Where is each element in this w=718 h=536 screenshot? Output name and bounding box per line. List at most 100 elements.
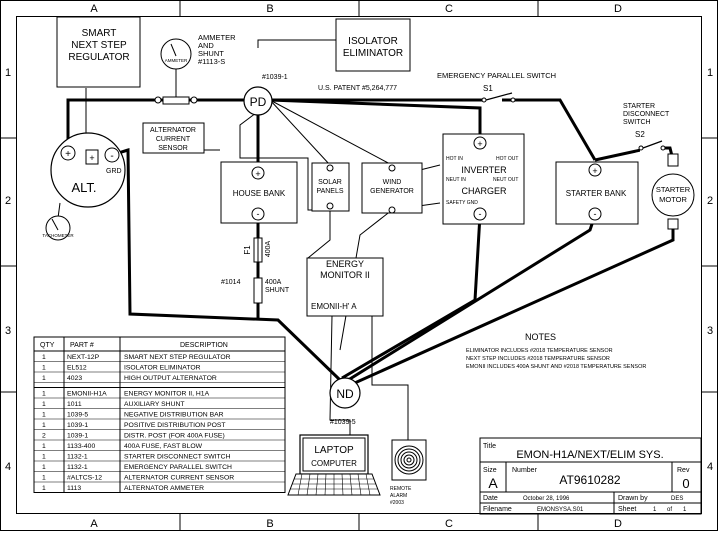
wind-label-2: GENERATOR — [370, 188, 414, 195]
parts-qty-cell: 1 — [42, 354, 46, 361]
negative-distribution-bar: ND #1039-5 — [329, 377, 361, 426]
parts-description-cell: DISTR. POST (FOR 400A FUSE) — [124, 433, 225, 440]
wind-label-1: WIND — [383, 179, 402, 186]
notes-heading: NOTES — [525, 332, 556, 342]
starter-disconnect-switch: STARTER DISCONNECT SWITCH S2 — [623, 103, 670, 152]
inv-safety-gnd: SAFETY GND — [446, 200, 478, 206]
ammeter: AMMETER AMMETER AND SHUNT #1113-S — [160, 33, 236, 70]
alternator: + + - ALT. GRD — [50, 132, 126, 208]
parts-number-cell: 1132-1 — [67, 454, 88, 461]
ammeter-face-label: AMMETER — [165, 58, 188, 63]
isolator-label-1: ISOLATOR — [348, 36, 398, 47]
grid-row-4-left: 4 — [5, 461, 11, 473]
alt-field-terminal: + — [89, 153, 94, 163]
s2-label: S2 — [635, 130, 645, 139]
tachometer-label: TACHOMETER — [42, 233, 74, 238]
tachometer: TACHOMETER — [42, 202, 74, 241]
solar-label-1: SOLAR — [318, 179, 342, 186]
ammeter-callout-4: #1113-S — [198, 57, 225, 66]
grid-row-1-right: 1 — [707, 67, 713, 79]
grid-row-1-left: 1 — [5, 67, 11, 79]
s1-label: S1 — [483, 84, 493, 93]
monitor-model: EMONII-H' A — [311, 302, 357, 311]
drawn-value: DES — [671, 496, 683, 502]
drawing-number: AT9610282 — [559, 473, 620, 487]
regulator-label-1: SMART — [82, 28, 117, 39]
smart-regulator: SMART NEXT STEP REGULATOR — [56, 16, 141, 88]
isolator-label-2: ELIMINATOR — [343, 48, 403, 59]
fuse-label: F1 — [243, 245, 252, 255]
sensor-label-1: ALTERNATOR — [150, 127, 196, 134]
sensor-label-3: SENSOR — [158, 145, 188, 152]
parts-qty-cell: 1 — [42, 443, 46, 450]
grid-row-4-right: 4 — [707, 461, 713, 473]
starter-switch-label-1: STARTER — [623, 103, 655, 110]
parts-qty-cell: 1 — [42, 401, 46, 408]
grid-col-a-top: A — [90, 3, 98, 15]
parts-qty-cell: 1 — [42, 475, 46, 482]
ammeter-shunt — [154, 96, 198, 105]
parts-header-0: QTY — [40, 342, 55, 349]
pd-label: PD — [250, 95, 267, 109]
parts-table-frame — [33, 336, 286, 493]
grid-col-a-bottom: A — [90, 518, 98, 530]
parts-number-cell: EMONII-H1A — [67, 391, 107, 398]
parts-number-cell: EL512 — [67, 365, 87, 372]
fuse-f1: F1 400A — [243, 237, 272, 263]
parts-qty-cell: 1 — [42, 365, 46, 372]
title-label: Title — [483, 443, 496, 450]
emergency-parallel-switch: EMERGENCY PARALLEL SWITCH S1 — [437, 71, 556, 104]
inverter-label-2: CHARGER — [461, 186, 507, 196]
house-minus: - — [257, 209, 260, 219]
parts-number-cell: 1011 — [67, 401, 82, 408]
filename-value: EMONSYSA.S01 — [537, 507, 584, 513]
date-value: October 28, 1996 — [523, 496, 570, 502]
inverter-charger: + HOT IN HOT OUT INVERTER NEUT IN NEUT O… — [442, 133, 525, 225]
size-label: Size — [483, 467, 497, 474]
parts-number-cell: #ALTCS-12 — [67, 475, 102, 482]
monitor-label-1: ENERGY — [326, 259, 364, 269]
parts-header-2: DESCRIPTION — [180, 342, 228, 349]
parts-number-cell: 4023 — [67, 375, 82, 382]
alt-minus-terminal: - — [110, 151, 113, 162]
regulator-label-3: REGULATOR — [68, 52, 129, 63]
inv-hot-out: HOT OUT — [496, 156, 518, 162]
notes-line-2: NEXT STEP INCLUDES #2018 TEMPERATURE SEN… — [466, 356, 610, 362]
parts-description-cell: ALTERNATOR CURRENT SENSOR — [124, 475, 234, 482]
grid-col-c-bottom: C — [445, 518, 453, 530]
filename-label: Filename — [483, 506, 512, 513]
house-bank-label: HOUSE BANK — [233, 189, 286, 198]
parts-description-cell: SMART NEXT STEP REGULATOR — [124, 354, 231, 361]
parts-number-cell: 1039-1 — [67, 422, 88, 429]
grid-col-b-bottom: B — [266, 518, 273, 530]
energy-monitor: ENERGY MONITOR II EMONII-H' A — [306, 257, 384, 317]
solar-panels: SOLAR PANELS — [311, 162, 350, 212]
remote-alarm: REMOTE ALARM #2003 — [390, 439, 427, 506]
parts-number-cell: 1039-1 — [67, 433, 88, 440]
grid-labels: A B C D A B C D 1 2 3 4 1 2 3 4 — [5, 3, 713, 530]
solar-label-2: PANELS — [316, 188, 343, 195]
starter-switch-label-2: DISCONNECT — [623, 111, 670, 118]
drawn-label: Drawn by — [618, 495, 648, 502]
parts-qty-cell: 2 — [42, 433, 46, 440]
parts-qty-cell: 1 — [42, 464, 46, 471]
parts-number-cell: 1113 — [67, 485, 81, 492]
parts-qty-cell: 1 — [42, 454, 46, 461]
parts-description-cell: ALTERNATOR AMMETER — [124, 485, 204, 492]
monitor-label-2: MONITOR II — [320, 270, 370, 280]
shunt-label-1: 400A — [265, 279, 282, 286]
house-bank: + HOUSE BANK - — [220, 161, 298, 224]
laptop-label-2: COMPUTER — [311, 459, 357, 468]
parts-description-cell: EMERGENCY PARALLEL SWITCH — [124, 464, 232, 471]
house-plus: + — [255, 169, 260, 179]
sheet-label: Sheet — [618, 506, 636, 513]
grid-row-2-left: 2 — [5, 195, 11, 207]
alarm-label-2: ALARM — [390, 493, 407, 499]
isolator-eliminator: ISOLATOR ELIMINATOR — [335, 18, 411, 72]
emergency-switch-label: EMERGENCY PARALLEL SWITCH — [437, 71, 556, 80]
parts-qty-cell: 1 — [42, 422, 46, 429]
laptop-label-1: LAPTOP — [314, 445, 354, 456]
alt-plus-terminal: + — [65, 149, 71, 160]
